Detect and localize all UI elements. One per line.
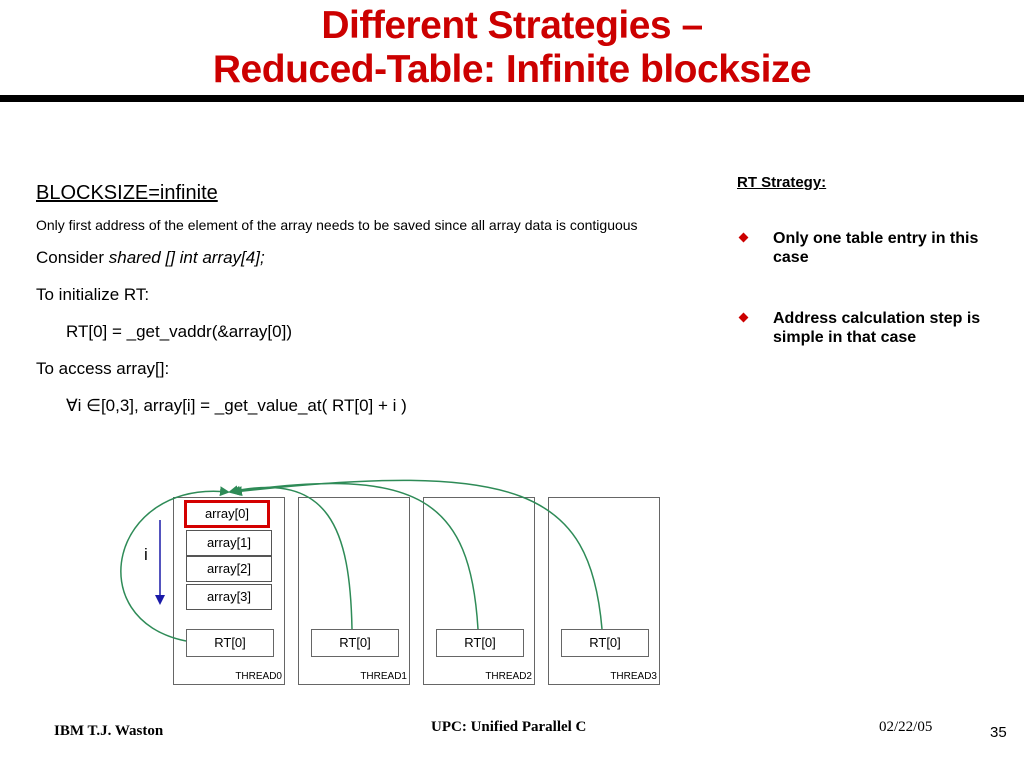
consider-prefix: Consider [36, 248, 109, 267]
array-cell-highlighted: array[0] [184, 500, 270, 528]
footer-course: UPC: Unified Parallel C [431, 719, 587, 735]
access-code: ∀i ∈[0,3], array[i] = _get_value_at( RT[… [66, 396, 407, 415]
rt-strategy-heading: RT Strategy: [737, 174, 827, 191]
rt-table-entry: RT[0] [186, 629, 274, 657]
array-cell: array[2] [186, 556, 272, 582]
title-divider [0, 95, 1024, 102]
footer-date: 02/22/05 [879, 719, 933, 735]
array-cell: array[1] [186, 530, 272, 556]
access-label: To access array[]: [36, 359, 170, 378]
title-line-2: Reduced-Table: Infinite blocksize [212, 48, 812, 91]
title-line-1: Different Strategies – [321, 4, 703, 47]
thread-2-box: RT[0] THREAD2 [423, 497, 535, 685]
consider-line: Consider shared [] int array[4]; [36, 247, 696, 269]
main-content: BLOCKSIZE=infinite Only first address of… [36, 182, 696, 432]
rt-table-entry: RT[0] [311, 629, 399, 657]
init-code: RT[0] = _get_vaddr(&array[0]) [66, 322, 292, 341]
thread-label: THREAD3 [610, 671, 657, 682]
contiguous-note: Only first address of the element of the… [36, 217, 638, 233]
array-cell: array[3] [186, 584, 272, 610]
index-label: i [144, 545, 148, 564]
bullet-text: Address calculation step is simple in th… [773, 310, 981, 346]
pointer-arrow-thread2 [230, 482, 479, 630]
rt-strategy-panel: RT Strategy: Only one table entry in thi… [737, 174, 997, 389]
thread-1-box: RT[0] THREAD1 [298, 497, 410, 685]
blocksize-heading: BLOCKSIZE=infinite [36, 182, 218, 204]
rt-table-entry: RT[0] [436, 629, 524, 657]
pointer-arrow-thread3 [232, 479, 603, 630]
thread-3-box: RT[0] THREAD3 [548, 497, 660, 685]
footer-author: IBM T.J. Waston [54, 723, 164, 739]
page-number: 35 [990, 724, 1007, 741]
rt-table-entry: RT[0] [561, 629, 649, 657]
bullet-item: Address calculation step is simple in th… [737, 309, 997, 347]
thread-label: THREAD0 [235, 671, 282, 682]
slide-title: Different Strategies – Reduced-Table: In… [0, 4, 1024, 92]
pointer-arrow-thread0 [120, 486, 230, 642]
thread-label: THREAD1 [360, 671, 407, 682]
bullet-item: Only one table entry in this case [737, 229, 997, 267]
init-label: To initialize RT: [36, 285, 150, 304]
bullet-text: Only one table entry in this case [773, 230, 979, 266]
thread-label: THREAD2 [485, 671, 532, 682]
pointer-arrow-thread1 [228, 485, 353, 630]
consider-code: shared [] int array[4]; [108, 248, 265, 267]
